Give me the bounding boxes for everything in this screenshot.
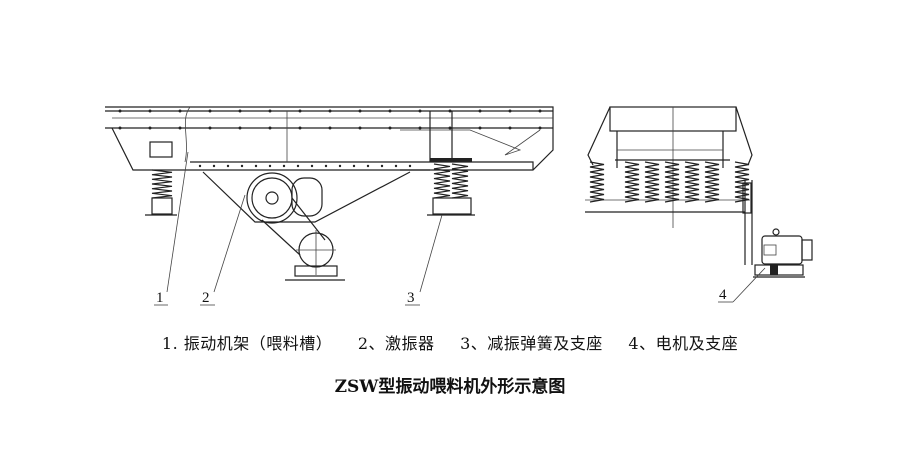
rivet <box>538 109 542 113</box>
leader-lines <box>154 151 766 306</box>
rivet <box>508 109 512 113</box>
rivet <box>298 126 302 130</box>
rivet <box>298 109 302 113</box>
diagram-title: ZSW型振动喂料机外形示意图 <box>334 377 566 397</box>
rivet <box>282 164 286 168</box>
rivet <box>380 164 384 168</box>
rivet <box>296 164 300 168</box>
rivet <box>478 126 482 130</box>
legend-caption: 1. 振动机架（喂料槽） 2、激振器 3、减振弹簧及支座 4、电机及支座 <box>0 330 900 354</box>
spring-coil <box>624 161 640 203</box>
rivet <box>238 109 242 113</box>
rivet <box>268 164 272 168</box>
spring-coil <box>589 161 605 203</box>
rivet <box>394 164 398 168</box>
spring-coil <box>151 169 173 199</box>
rivet <box>338 164 342 168</box>
rivet <box>324 164 328 168</box>
part-label-1: 1 <box>156 290 164 306</box>
rivet <box>328 126 332 130</box>
rivet <box>198 164 202 168</box>
rivet <box>538 126 542 130</box>
spring-coil <box>451 163 469 199</box>
legend-item-4: 4、电机及支座 <box>628 334 739 353</box>
part-label-3: 3 <box>407 290 415 306</box>
spring-coil <box>664 161 680 203</box>
rivet <box>508 126 512 130</box>
spring-coil <box>734 161 750 203</box>
motor-end <box>753 228 813 278</box>
spring-coil <box>684 161 700 203</box>
rivet <box>118 109 122 113</box>
rivet <box>366 164 370 168</box>
rivet <box>212 164 216 168</box>
rivet <box>478 109 482 113</box>
part-label-4: 4 <box>719 287 727 303</box>
rivet <box>254 164 258 168</box>
rivet <box>178 126 182 130</box>
rivet <box>328 109 332 113</box>
rivet <box>148 109 152 113</box>
rivet <box>408 164 412 168</box>
rivet <box>208 126 212 130</box>
legend-item-1: 1. 振动机架（喂料槽） <box>161 334 333 353</box>
vibrating-frame <box>105 106 554 171</box>
rivet <box>208 109 212 113</box>
rivet <box>358 109 362 113</box>
rivet <box>352 164 356 168</box>
rivet <box>178 109 182 113</box>
rivet <box>268 126 272 130</box>
spring-coil <box>644 161 660 203</box>
rivet <box>268 109 272 113</box>
rivet <box>448 126 452 130</box>
rivet <box>418 126 422 130</box>
rivet <box>358 126 362 130</box>
rivet <box>226 164 230 168</box>
legend-item-2: 2、激振器 <box>357 334 435 353</box>
legend-item-3: 3、减振弹簧及支座 <box>460 334 603 353</box>
exciter <box>202 171 411 256</box>
spring-support-left <box>151 169 173 199</box>
rivet <box>310 164 314 168</box>
part-label-2: 2 <box>202 290 210 306</box>
rivet <box>418 109 422 113</box>
rivet <box>388 126 392 130</box>
rivet <box>148 126 152 130</box>
spring-support-right <box>433 163 469 199</box>
rivet <box>118 126 122 130</box>
rivet <box>448 109 452 113</box>
spring-coil <box>433 163 451 199</box>
rivet <box>388 109 392 113</box>
rivet <box>240 164 244 168</box>
motor-side <box>285 230 345 281</box>
spring-coil <box>704 161 720 203</box>
end-view <box>585 106 753 265</box>
rivet <box>238 126 242 130</box>
side-view <box>105 106 554 281</box>
